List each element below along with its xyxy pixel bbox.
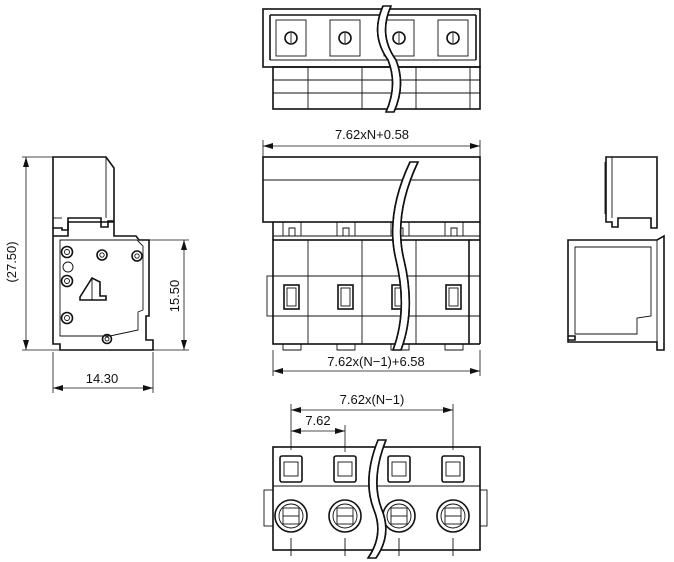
pitch-label: 7.62 [305, 413, 330, 428]
left-side-view: (27.50) 15.50 14.30 [4, 156, 189, 393]
depth-dimension: 14.30 [52, 352, 154, 393]
body-height-label: 15.50 [167, 280, 182, 313]
overall-length-dimension: 7.62xN+0.58 [262, 127, 481, 158]
total-height-dimension: (27.50) [4, 156, 60, 351]
top-view [262, 5, 481, 113]
overall-length-label: 7.62xN+0.58 [335, 127, 409, 142]
body-length-label: 7.62x(N−1)+6.58 [327, 354, 425, 369]
bottom-wire-entries [274, 499, 470, 533]
top-screw-cells [275, 19, 469, 57]
depth-label: 14.30 [86, 371, 119, 386]
front-view: 7.62xN+0.58 [262, 127, 481, 376]
bottom-square-ports [279, 455, 465, 483]
front-windows [283, 284, 462, 310]
pitch-span-label: 7.62x(N−1) [340, 392, 405, 407]
bottom-view: 7.62x(N−1) 7.62 [263, 392, 488, 559]
total-height-label: (27.50) [4, 241, 19, 282]
pitch-dimension: 7.62 [291, 413, 346, 452]
pitch-span-dimension: 7.62x(N−1) [290, 392, 454, 450]
body-length-dimension: 7.62x(N−1)+6.58 [272, 350, 481, 376]
body-height-dimension: 15.50 [149, 239, 189, 351]
right-side-view [567, 156, 665, 351]
